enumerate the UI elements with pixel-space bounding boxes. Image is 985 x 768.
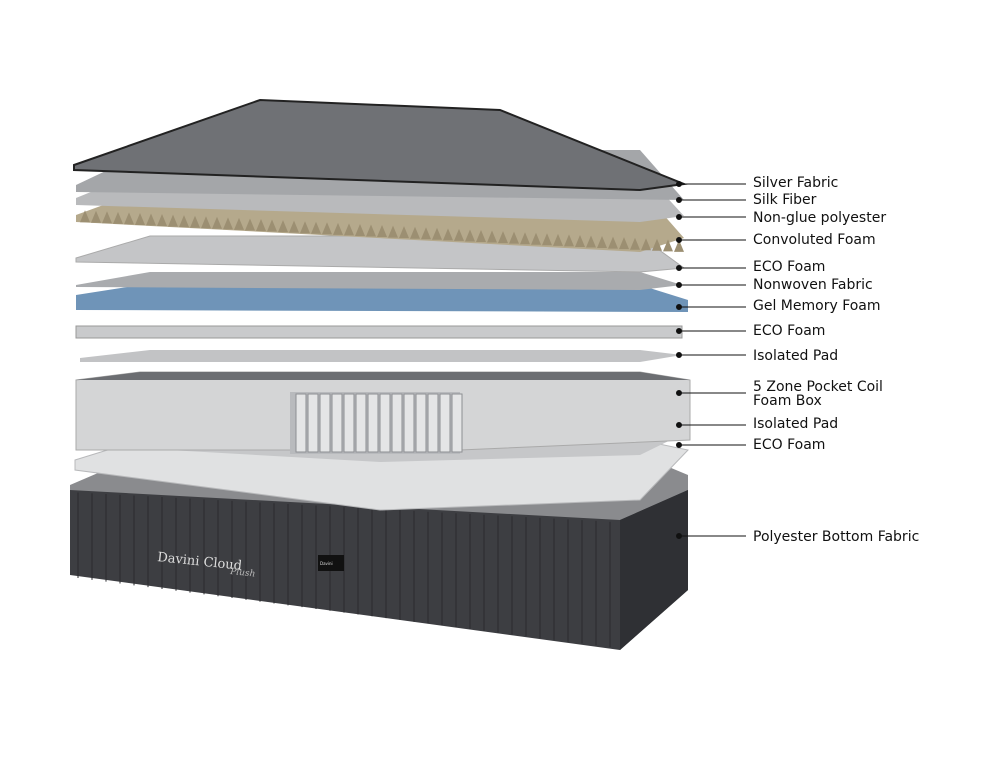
brand-tag (318, 555, 344, 571)
layer-label: Silver Fabric (753, 176, 838, 190)
layer-label-text: 5 Zone Pocket Coil (753, 379, 883, 395)
leader-line (676, 214, 746, 220)
layer-label: Convoluted Foam (753, 233, 876, 247)
layer-label: Isolated Pad (753, 417, 838, 431)
leader-line (676, 304, 746, 310)
layer-label: ECO Foam (753, 438, 825, 452)
layer-label-text: Nonwoven Fabric (753, 277, 873, 293)
layer-label: Isolated Pad (753, 349, 838, 363)
leader-line (676, 265, 746, 271)
leader-line (676, 197, 746, 203)
layer-label-text: Convoluted Foam (753, 232, 876, 248)
layer-label-text: Silver Fabric (753, 175, 839, 191)
layer-label: ECO Foam (753, 260, 825, 274)
layer-label-text: Gel Memory Foam (753, 298, 881, 314)
leader-line (676, 442, 746, 448)
layer-label: Nonwoven Fabric (753, 278, 873, 292)
layer-label-text: Isolated Pad (753, 348, 839, 364)
leader-line (676, 422, 746, 428)
tag-text: Davini (320, 561, 333, 566)
layer-label-text: ECO Foam (753, 323, 826, 339)
layer-label-text: Isolated Pad (753, 416, 839, 432)
leader-line (676, 237, 746, 243)
layer-label-text-line2: Foam Box (753, 393, 822, 409)
leader-line (676, 181, 746, 187)
layer-label: Non-glue polyester (753, 211, 886, 225)
model-script: Plush (229, 567, 256, 580)
leader-line (676, 390, 746, 396)
leader-line (676, 352, 746, 358)
layer-label: Polyester Bottom Fabric (753, 530, 919, 544)
layer-label-text: Polyester Bottom Fabric (753, 529, 920, 545)
layer-label: Gel Memory Foam (753, 299, 881, 313)
layer-label: ECO Foam (753, 324, 825, 338)
layer-label-text: ECO Foam (753, 259, 826, 275)
leader-line (676, 328, 746, 334)
layer-label-text: Non-glue polyester (753, 210, 887, 226)
leader-line (676, 282, 746, 288)
layer-label-text: Silk Fiber (753, 192, 817, 208)
layer-label: Silk Fiber (753, 193, 816, 207)
leader-line (676, 533, 746, 539)
layer-label-text: ECO Foam (753, 437, 826, 453)
